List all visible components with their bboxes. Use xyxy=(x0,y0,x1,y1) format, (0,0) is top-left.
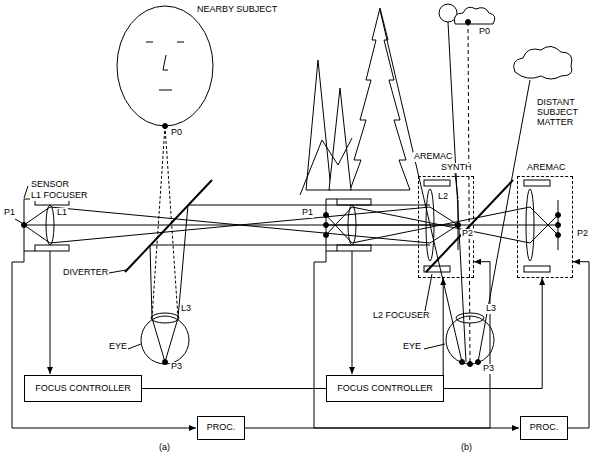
controller-box: FOCUS CONTROLLER xyxy=(326,375,444,402)
part-label: L2 FOCUSER xyxy=(372,311,431,321)
part-label: SYNTH xyxy=(440,163,473,173)
box-heading: AREMAC xyxy=(526,163,567,173)
part-label: L2 xyxy=(437,192,449,202)
box-heading: AREMAC xyxy=(413,152,454,162)
signal-wire xyxy=(444,278,542,389)
part-label: P1 xyxy=(301,208,314,218)
signal-wire xyxy=(568,262,589,428)
part-label: P3 xyxy=(170,362,183,372)
part-label: L1 FOCUSER xyxy=(30,191,89,201)
part-label: P2 xyxy=(461,229,474,239)
box-label: FOCUS CONTROLLER xyxy=(35,384,131,394)
part-label: EYE xyxy=(108,342,128,352)
part-label: DIVERTER xyxy=(62,268,109,278)
part-label: L3 xyxy=(485,304,497,314)
part-label: (a) xyxy=(158,443,171,453)
part-label: P0 xyxy=(478,27,491,37)
part-label: EYE xyxy=(402,342,422,352)
aremac-box: AREMAC xyxy=(517,176,573,278)
box-label: PROC. xyxy=(207,423,236,433)
part-label: (b) xyxy=(460,443,473,453)
controller-box: FOCUS CONTROLLER xyxy=(24,375,142,402)
part-label: SENSOR xyxy=(30,180,70,190)
part-label: P2 xyxy=(576,229,589,239)
processor-box: PROC. xyxy=(520,416,568,440)
part-label: NEARBY SUBJECT xyxy=(196,5,278,15)
processor-box: PROC. xyxy=(197,416,245,440)
part-label: DISTANT SUBJECT MATTER xyxy=(536,98,596,128)
part-label: P3 xyxy=(482,364,495,374)
signal-wire xyxy=(142,278,443,389)
signal-wire xyxy=(245,262,490,428)
part-label: L3 xyxy=(180,304,192,314)
part-label: P1 xyxy=(3,208,16,218)
part-label: P0 xyxy=(170,128,183,138)
part-label: L1 xyxy=(56,208,68,218)
box-label: PROC. xyxy=(530,423,559,433)
box-label: FOCUS CONTROLLER xyxy=(337,384,433,394)
